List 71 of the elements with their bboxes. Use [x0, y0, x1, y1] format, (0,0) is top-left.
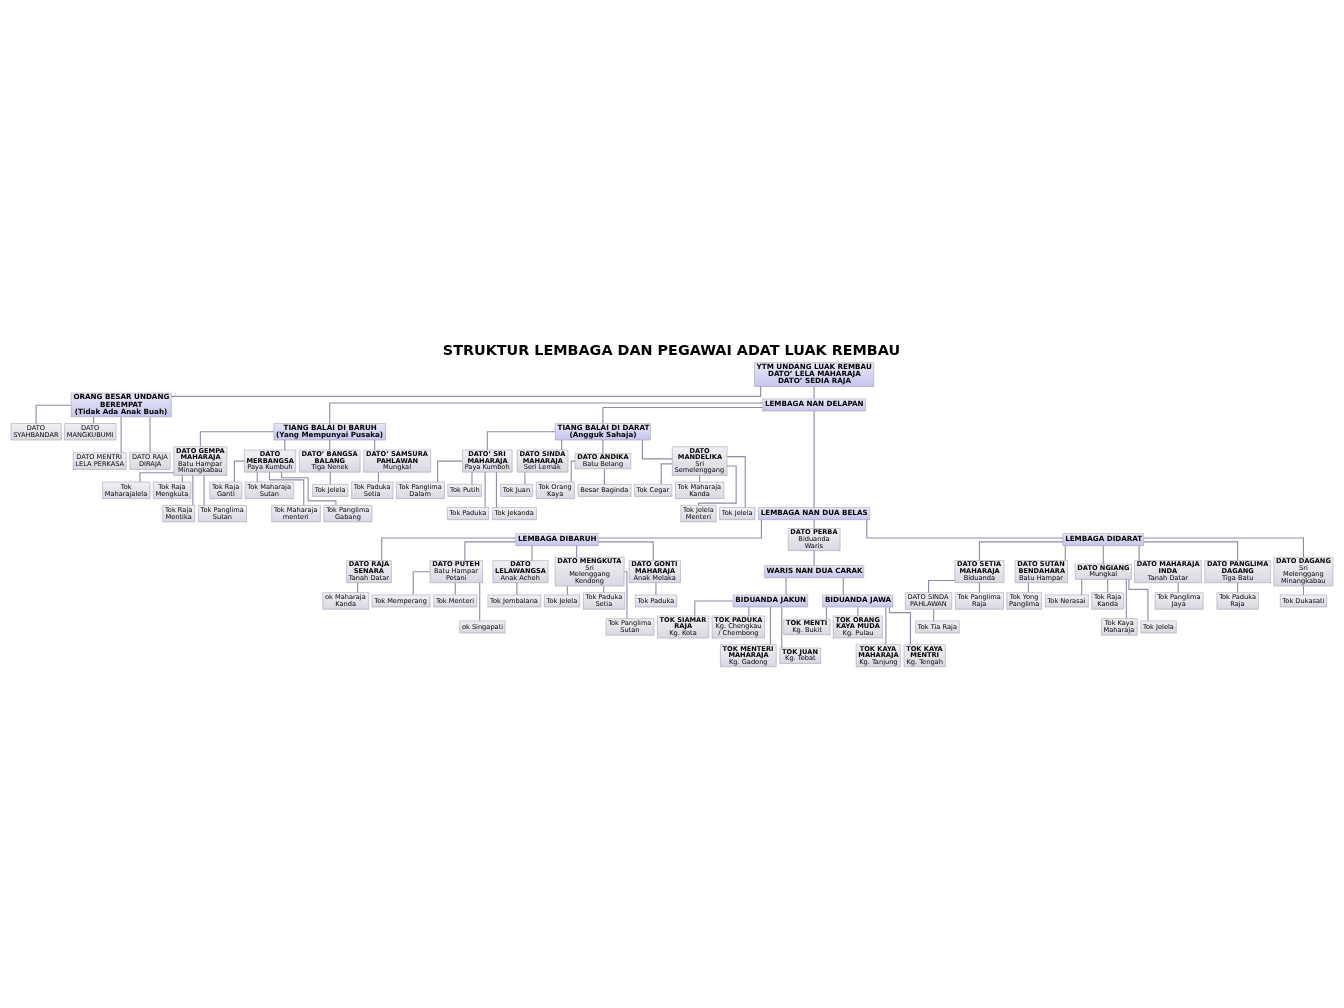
connector — [660, 462, 673, 485]
connector — [486, 430, 556, 451]
connector — [484, 471, 486, 508]
connector — [1143, 536, 1304, 558]
connector — [1143, 540, 1239, 561]
connector — [531, 544, 533, 561]
connector — [978, 581, 980, 593]
connector — [329, 402, 764, 424]
connector — [769, 606, 771, 645]
connector — [281, 471, 337, 506]
connector — [149, 415, 151, 453]
connector — [885, 606, 887, 645]
connector — [566, 585, 568, 595]
connector — [329, 439, 331, 450]
connector — [655, 581, 657, 595]
connector — [479, 581, 481, 621]
connector — [813, 549, 815, 566]
connector — [1237, 581, 1239, 593]
connector — [602, 406, 763, 424]
connector — [570, 460, 576, 483]
connector — [464, 540, 517, 561]
connector — [1102, 544, 1104, 564]
connector — [495, 471, 497, 508]
connector — [603, 585, 605, 593]
connector — [1027, 581, 1029, 593]
connector — [888, 606, 911, 645]
connector — [170, 385, 762, 397]
connector — [825, 606, 827, 620]
connector — [785, 576, 787, 595]
connector — [602, 439, 604, 454]
connector — [561, 439, 563, 450]
connector — [233, 460, 245, 483]
connector — [454, 581, 456, 595]
connector — [203, 474, 205, 506]
connector — [192, 474, 194, 506]
connector — [781, 606, 783, 648]
connector — [1128, 578, 1149, 621]
connector — [928, 579, 956, 593]
connector — [120, 415, 122, 453]
connector — [933, 608, 935, 621]
connector — [1125, 578, 1127, 619]
connector — [412, 570, 431, 595]
connector — [726, 455, 746, 508]
connector — [284, 439, 286, 450]
connector — [268, 471, 305, 506]
connector — [516, 581, 518, 595]
connector — [35, 404, 72, 424]
connector — [377, 471, 379, 482]
connector — [1302, 585, 1304, 595]
connector — [374, 439, 376, 450]
connector — [329, 471, 331, 485]
connector — [597, 540, 654, 561]
connector — [1177, 581, 1179, 593]
diagram-title: STRUKTUR LEMBAGA DAN PEGAWAI ADAT LUAK REMBAU — [442, 341, 901, 358]
connector — [813, 518, 815, 529]
connector — [623, 570, 628, 619]
connector — [199, 430, 275, 447]
connector — [139, 471, 175, 483]
connector — [437, 460, 463, 483]
connector — [857, 606, 859, 616]
connector — [813, 385, 815, 399]
connector — [381, 536, 517, 561]
connector — [1138, 544, 1140, 561]
connector — [748, 606, 750, 616]
connector — [256, 471, 258, 482]
connector — [597, 518, 762, 538]
connector — [357, 581, 359, 593]
connector — [471, 471, 473, 485]
connector — [524, 471, 526, 485]
connector — [813, 410, 815, 508]
connector — [866, 518, 1064, 538]
